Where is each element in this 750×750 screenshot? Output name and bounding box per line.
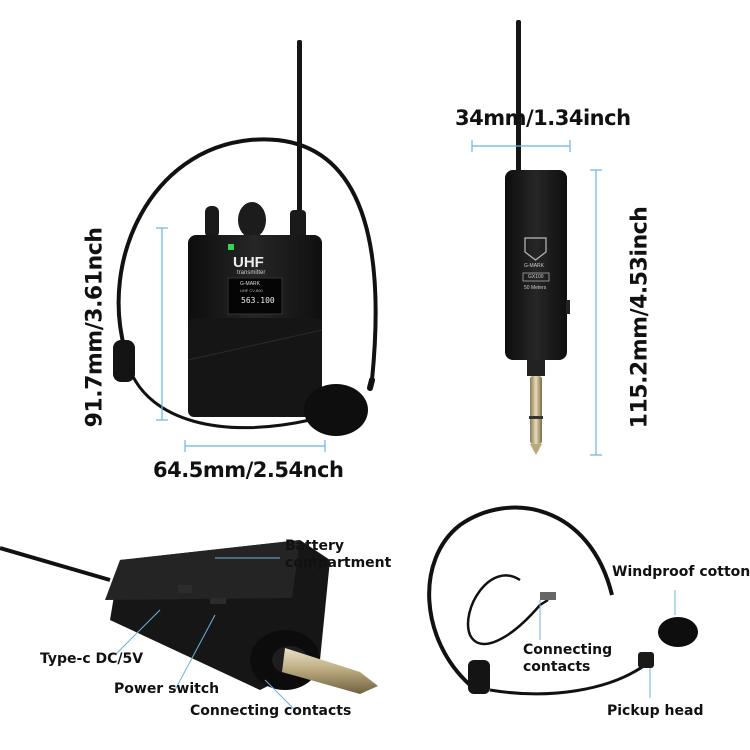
receiver-plug bbox=[530, 376, 542, 444]
receiver-height-label: 115.2mm/4.53inch bbox=[627, 206, 653, 429]
receiver-unit bbox=[505, 20, 570, 455]
closeup-plug bbox=[282, 648, 378, 694]
headset-cable bbox=[466, 574, 549, 646]
contacts-line-2: contacts bbox=[523, 659, 591, 675]
bodypack-screen-brand: G-MARK bbox=[240, 281, 260, 287]
headset-boom bbox=[489, 663, 646, 696]
windscreen-foam bbox=[304, 384, 368, 436]
receiver-height-line bbox=[590, 169, 602, 456]
mic-boom bbox=[128, 369, 311, 430]
receiver-antenna bbox=[516, 20, 521, 172]
receiver-brand: G-MARK bbox=[524, 263, 544, 269]
indicator-led bbox=[228, 244, 234, 250]
bodypack-screen bbox=[227, 277, 283, 315]
callout-lines-left bbox=[114, 557, 296, 711]
connecting-contacts-headset-label: Connecting contacts bbox=[523, 642, 612, 676]
bodypack-height-label: 91.7mm/3.61nch bbox=[82, 227, 108, 428]
bodypack-screen-freq: 563.100 bbox=[241, 296, 275, 305]
receiver-body bbox=[505, 170, 567, 360]
battery-line-2: compartment bbox=[285, 555, 392, 571]
contacts-line-1: Connecting bbox=[523, 642, 613, 658]
bodypack-brand-label: UHF bbox=[233, 254, 264, 271]
windproof-cotton-label: Windproof cotton bbox=[612, 564, 750, 580]
receiver-range: 50 Meters bbox=[524, 285, 547, 291]
headset-band bbox=[116, 137, 378, 381]
battery-line-1: Battery bbox=[285, 538, 345, 554]
receiver-width-label: 34mm/1.34inch bbox=[455, 106, 631, 130]
bodypack-transmitter bbox=[113, 40, 378, 436]
battery-compartment-label: Battery compartment bbox=[285, 538, 391, 572]
receiver-plug-collar bbox=[527, 360, 545, 376]
callout-lines-right bbox=[539, 590, 676, 698]
pickup-head-label: Pickup head bbox=[607, 703, 704, 719]
headset-windscreen bbox=[658, 617, 698, 647]
bodypack-width-line bbox=[184, 440, 326, 452]
receiver-closeup bbox=[0, 540, 378, 694]
bodypack-width-label: 64.5mm/2.54nch bbox=[153, 458, 344, 482]
typec-label: Type-c DC/5V bbox=[40, 651, 144, 667]
bodypack-height-line bbox=[156, 227, 168, 421]
closeup-antenna bbox=[0, 546, 111, 582]
bodypack-sub-label: transmitter bbox=[237, 270, 266, 276]
headset-closeup-band bbox=[427, 505, 614, 687]
receiver-width-line bbox=[471, 140, 571, 152]
connecting-contacts-receiver-label: Connecting contacts bbox=[190, 703, 352, 719]
receiver-model: GX100 bbox=[528, 274, 544, 280]
headset-closeup bbox=[427, 505, 698, 696]
power-switch-label: Power switch bbox=[114, 681, 220, 697]
bodypack-screen-model: UHF CV-800 bbox=[240, 288, 263, 293]
antenna bbox=[297, 40, 302, 220]
